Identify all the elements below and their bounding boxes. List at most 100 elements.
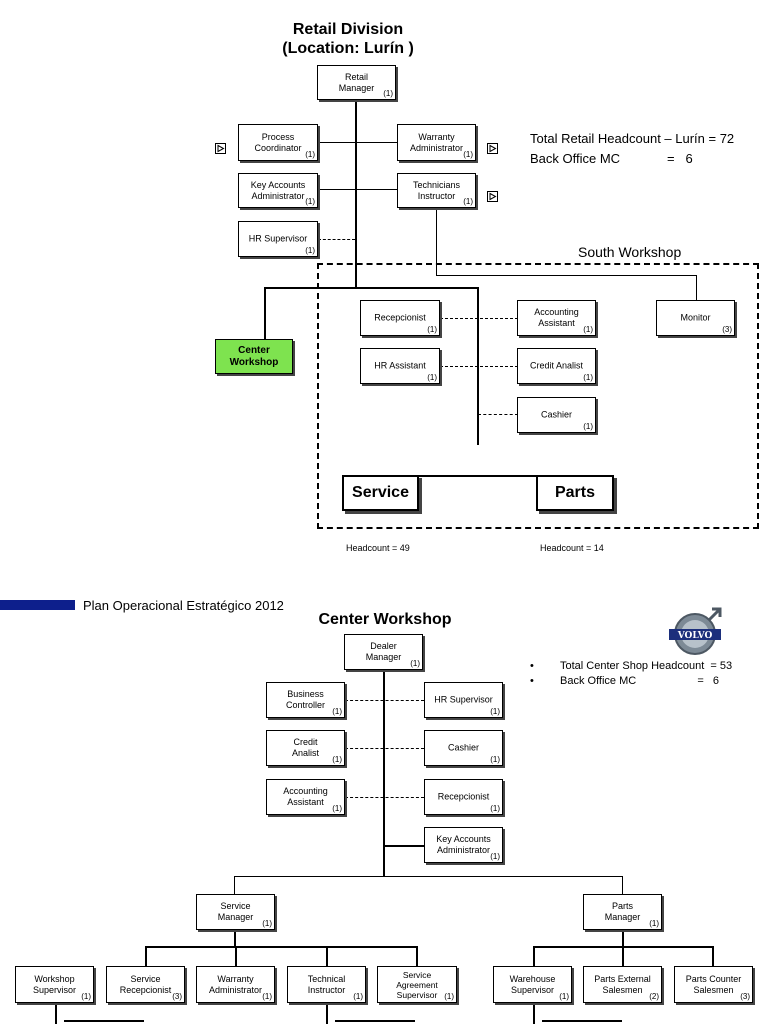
box-label: Warranty Administrator — [409, 131, 463, 153]
box-service-recepcionist: Service Recepcionist (3) — [106, 966, 185, 1003]
box-count: (1) — [332, 804, 342, 813]
box-label: Monitor — [680, 312, 711, 323]
technicians-to-monitor-h — [436, 275, 696, 276]
bullet-mark: • — [530, 660, 534, 672]
box-hr-supervisor: HR Supervisor (1) — [238, 221, 318, 257]
box-parts-manager: Parts Manager (1) — [583, 894, 662, 930]
box-label: Service Agreement Supervisor — [396, 969, 438, 1000]
bullet-mark: • — [530, 675, 534, 687]
box-count: (1) — [262, 919, 272, 928]
south-workshop-label: South Workshop — [578, 244, 682, 260]
box-count: (3) — [172, 992, 182, 1001]
retail-division-title: Retail Division (Location: Lurín ) — [282, 21, 414, 57]
box-label: HR Supervisor — [434, 694, 493, 705]
box-count: (1) — [463, 150, 473, 159]
connector-cashier — [478, 414, 518, 415]
box-count: (1) — [383, 89, 393, 98]
cut-box-top-2 — [335, 1020, 415, 1022]
box-count: (1) — [305, 150, 315, 159]
box-parts: Parts — [536, 475, 614, 511]
box-label: Retail Manager — [338, 71, 375, 93]
box-count: (3) — [722, 325, 732, 334]
service-branch-h — [145, 946, 418, 948]
box-count: (1) — [583, 325, 593, 334]
retail-headcount-line1: Total Retail Headcount – Lurín = 72 — [530, 131, 735, 146]
box-warranty-administrator-center: Warranty Administrator (1) — [196, 966, 275, 1003]
box-count: (1) — [490, 707, 500, 716]
volvo-logo-text: VOLVO — [677, 631, 713, 641]
box-recepcionist-center: Recepcionist (1) — [424, 779, 503, 815]
link-arrow-icon[interactable] — [215, 143, 226, 154]
plan-title: Plan Operacional Estratégico 2012 — [83, 598, 284, 613]
box-label: Technical Instructor — [307, 973, 346, 995]
service-label: Service — [352, 484, 409, 501]
connector-service-manager-v — [234, 876, 235, 894]
box-hr-assistant: HR Assistant (1) — [360, 348, 440, 384]
connector-service-parts — [418, 475, 536, 477]
box-label: Parts External Salesmen — [594, 973, 651, 995]
cut-box-top-3 — [542, 1020, 622, 1022]
connector-managers-h — [234, 876, 623, 877]
connector-credit-cashier — [345, 748, 424, 749]
box-label: Credit Analist — [291, 737, 319, 758]
box-label: Parts Counter Salesmen — [685, 973, 742, 995]
box-count: (1) — [463, 197, 473, 206]
center-headcount-line1: Total Center Shop Headcount = 53 — [560, 660, 733, 672]
box-count: (3) — [740, 992, 750, 1001]
plan-color-bar — [0, 600, 75, 610]
box-center-workshop: Center Workshop — [215, 339, 293, 374]
box-label: Dealer Manager — [365, 641, 402, 662]
box-business-controller: Business Controller (1) — [266, 682, 345, 718]
box-label: HR Assistant — [374, 360, 426, 371]
box-label: Accounting Assistant — [534, 307, 579, 328]
box-credit-analist: Credit Analist (1) — [517, 348, 596, 384]
box-technical-instructor: Technical Instructor (1) — [287, 966, 366, 1003]
parts-label: Parts — [554, 484, 596, 501]
link-arrow-icon[interactable] — [487, 191, 498, 202]
box-count: (1) — [262, 992, 272, 1001]
box-label: Warranty Administrator — [208, 973, 262, 995]
box-count: (1) — [353, 992, 363, 1001]
box-label: Warehouse Supervisor — [509, 973, 556, 995]
box-cashier-center: Cashier (1) — [424, 730, 503, 766]
box-label: Workshop Supervisor — [32, 973, 77, 995]
technical-instructor-drop — [326, 1003, 328, 1024]
box-retail-manager: Retail Manager (1) — [317, 65, 396, 100]
connector-hr-assistant-credit — [440, 366, 518, 367]
volvo-logo-icon: VOLVO — [669, 607, 722, 655]
connector-keyaccounts-technicians — [318, 189, 398, 190]
service-drop-3 — [326, 946, 328, 966]
connector-recepcionist-accounting — [440, 318, 518, 319]
box-count: (1) — [649, 919, 659, 928]
box-process-coordinator: Process Coordinator (1) — [238, 124, 318, 161]
connector-key-accounts — [383, 845, 424, 847]
box-count: (1) — [332, 755, 342, 764]
box-cashier: Cashier (1) — [517, 397, 596, 433]
retail-headcount-line2: Back Office MC = 6 — [530, 151, 693, 166]
center-main-trunk — [383, 669, 385, 877]
box-label: Recepcionist — [437, 791, 490, 802]
center-workshop-label: Center Workshop — [229, 344, 279, 368]
parts-drop-2 — [622, 946, 624, 966]
workshop-supervisor-drop — [55, 1003, 57, 1024]
box-label: Key Accounts Administrator — [436, 834, 491, 855]
box-key-accounts-administrator-center: Key Accounts Administrator (1) — [424, 827, 503, 863]
box-count: (2) — [649, 992, 659, 1001]
technicians-to-monitor-v — [436, 208, 437, 275]
connector-hr-supervisor — [318, 239, 355, 240]
box-count: (1) — [427, 373, 437, 382]
retail-main-trunk — [355, 100, 357, 288]
box-workshop-supervisor: Workshop Supervisor (1) — [15, 966, 94, 1003]
box-count: (1) — [583, 422, 593, 431]
box-count: (1) — [490, 804, 500, 813]
box-label: Service Recepcionist — [119, 973, 172, 995]
box-label: Process Coordinator — [254, 131, 302, 153]
box-service-manager: Service Manager (1) — [196, 894, 275, 930]
service-manager-drop — [234, 930, 236, 947]
box-label: Parts Manager — [604, 901, 641, 922]
center-workshop-title: Center Workshop — [318, 611, 452, 628]
box-count: (1) — [332, 707, 342, 716]
link-arrow-icon[interactable] — [487, 143, 498, 154]
box-count: (1) — [410, 659, 420, 668]
connector-center-workshop-v — [264, 287, 266, 339]
